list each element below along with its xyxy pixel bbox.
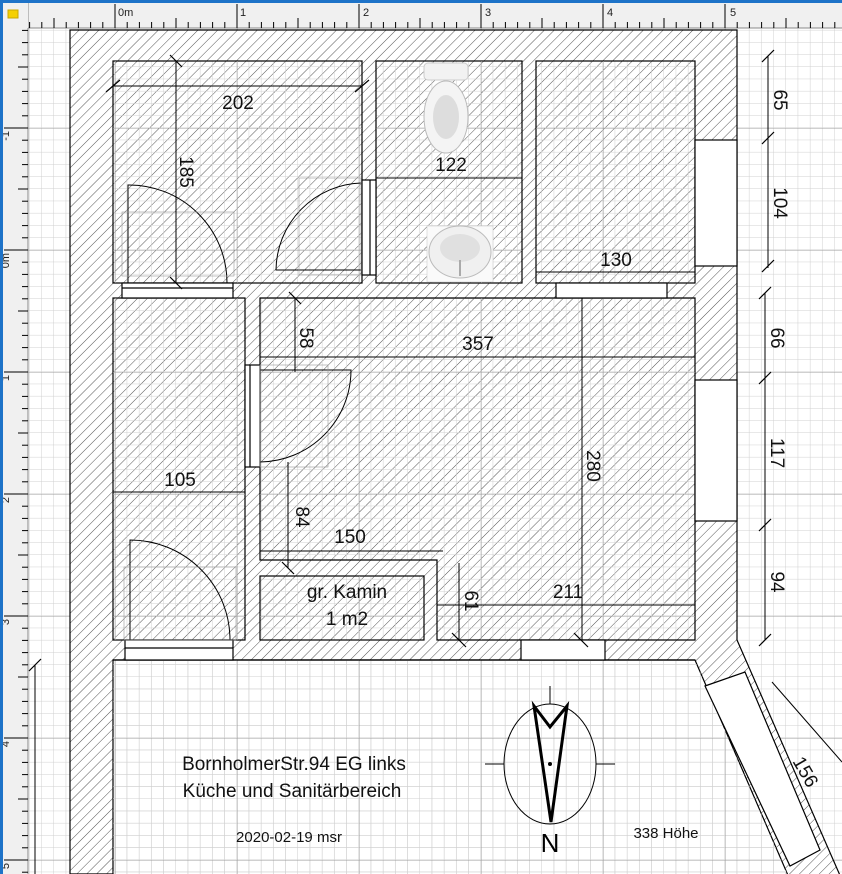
- door-opening-wc: [361, 179, 377, 276]
- dim-280: 280: [582, 450, 603, 482]
- ruler-left-label: -1: [0, 131, 12, 141]
- sink-icon[interactable]: [426, 225, 494, 283]
- compass-icon[interactable]: N: [485, 686, 615, 858]
- dim-104: 104: [769, 187, 790, 219]
- dim-150: 150: [334, 527, 366, 548]
- chimney-label-line1: gr. Kamin: [307, 582, 387, 603]
- openings[interactable]: [121, 139, 821, 867]
- opening-room-c: [555, 282, 668, 299]
- ruler-left-label: 3: [0, 619, 12, 625]
- ruler-left-label: 5: [0, 863, 12, 869]
- window-frame-left: [0, 0, 3, 874]
- window-frame-top: [0, 0, 842, 3]
- plan-title-line2: Küche und Sanitärbereich: [183, 781, 402, 802]
- dim-61: 61: [460, 590, 481, 611]
- dim-58: 58: [295, 327, 316, 348]
- ruler-left-label: 1: [0, 375, 12, 381]
- dim-117: 117: [766, 438, 787, 468]
- window-diagonal: [704, 671, 821, 867]
- dimension-labels: 202 185 122 130 65 104 66 117 94 58 357 …: [164, 89, 822, 791]
- door-opening-kitchen: [244, 364, 261, 468]
- plan-title-line1: BornholmerStr.94 EG links: [182, 754, 406, 775]
- door-opening-room-a: [121, 282, 234, 299]
- dim-94: 94: [766, 571, 787, 593]
- window-right-lower: [694, 379, 738, 522]
- dim-202: 202: [222, 93, 254, 114]
- toilet-icon[interactable]: [423, 62, 469, 154]
- dim-211: 211: [553, 582, 583, 603]
- date-label: 2020-02-19 msr: [236, 829, 342, 846]
- window-right-upper: [694, 139, 738, 267]
- door-swing-wc: [275, 182, 362, 271]
- dim-130: 130: [600, 250, 632, 271]
- ruler-top-label: 2: [363, 7, 369, 19]
- ruler-top-label: 1: [240, 7, 246, 19]
- ruler-top-label: 5: [730, 7, 736, 19]
- opening-kitchen-bottom: [520, 639, 606, 661]
- chimney-label-line2: 1 m2: [326, 609, 368, 630]
- ruler-top-label: 4: [607, 7, 613, 19]
- dim-65: 65: [769, 89, 790, 110]
- compass-north-label: N: [541, 828, 560, 858]
- ruler-left-label: 4: [0, 741, 12, 747]
- door-swing-kitchen: [259, 369, 352, 463]
- dim-185: 185: [175, 156, 196, 188]
- door-opening-hall: [124, 639, 234, 661]
- room-grid-major: [113, 61, 788, 874]
- ruler-top-label: 3: [485, 7, 491, 19]
- left-ruler[interactable]: -1 0m 1 2 3 4 5: [0, 0, 29, 874]
- dim-357: 357: [462, 334, 494, 355]
- dim-84: 84: [291, 506, 312, 528]
- ruler-left-label: 2: [0, 497, 12, 503]
- top-ruler[interactable]: 0m 1 2 3 4 5: [0, 0, 842, 29]
- dim-66: 66: [766, 327, 787, 348]
- door-swings: [121, 177, 362, 641]
- dimension-lines[interactable]: [28, 49, 842, 874]
- ruler-corner-icon[interactable]: [7, 9, 19, 19]
- dim-105: 105: [164, 470, 196, 491]
- door-swing-room-a: [127, 184, 228, 284]
- dim-122: 122: [435, 155, 467, 176]
- height-label: 338 Höhe: [633, 825, 698, 842]
- door-swing-hall: [129, 539, 231, 641]
- ruler-top-label: 0m: [118, 7, 133, 19]
